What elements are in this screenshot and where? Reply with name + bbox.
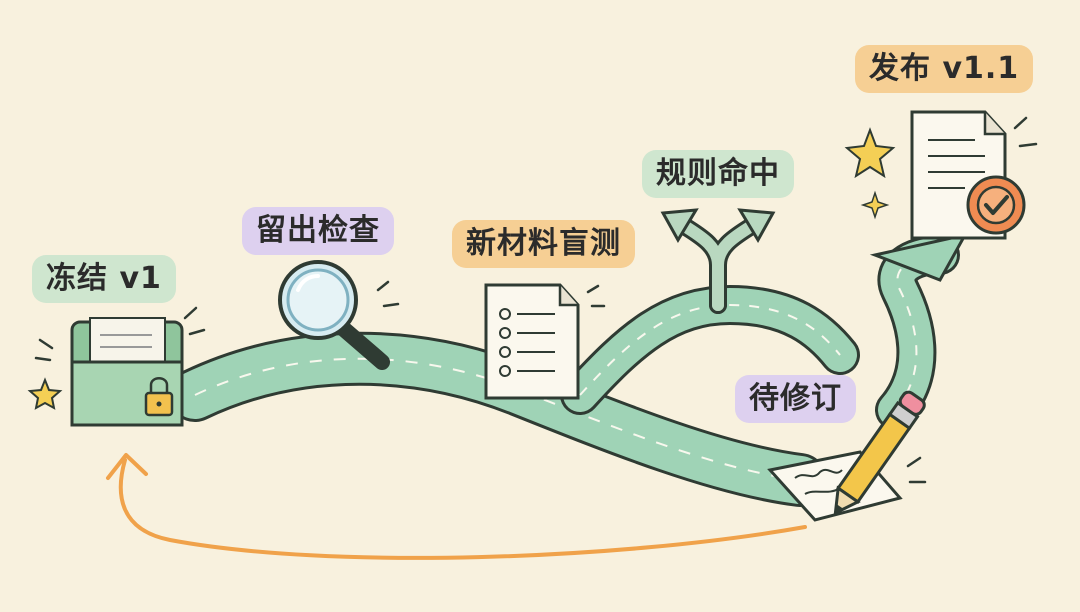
label-rule-hit: 规则命中: [642, 150, 794, 198]
pencil-note-icon: [767, 390, 926, 522]
label-revise: 待修订: [735, 375, 856, 423]
sparkle-icon: [860, 190, 890, 220]
label-blind-test: 新材料盲测: [452, 220, 635, 268]
label-release: 发布 v1.1: [855, 45, 1034, 93]
checklist-document-icon: [484, 283, 580, 400]
approved-document-icon: [910, 110, 1026, 240]
loop-back-arrow: [106, 453, 807, 560]
label-freeze: 冻结 v1: [32, 255, 176, 303]
label-holdout: 留出检查: [242, 207, 394, 255]
locked-folder-icon: [70, 317, 184, 427]
emphasis-marks: [34, 116, 1038, 484]
release-road: [869, 232, 968, 430]
star-icon: [844, 127, 896, 179]
magnifier-icon: [278, 260, 390, 370]
star-icon: [27, 377, 63, 410]
fork-arrow-icon: [660, 208, 776, 314]
branch-road: [560, 284, 860, 415]
